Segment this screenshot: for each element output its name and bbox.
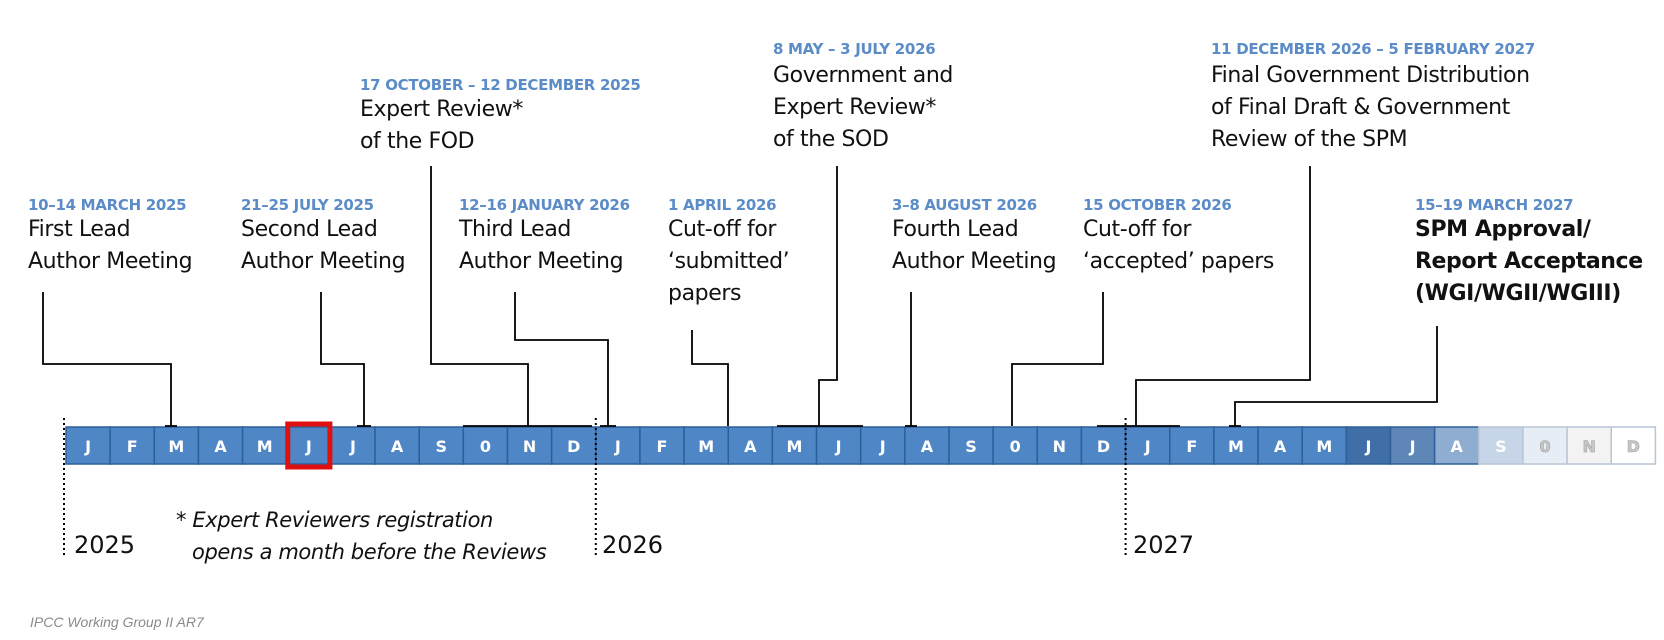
month-cell: [418, 426, 465, 465]
month-label: N: [523, 437, 536, 456]
event-date-10: 15–19 MARCH 2027: [1415, 196, 1574, 214]
month-label: J: [349, 437, 356, 456]
month-label: 0: [1010, 437, 1021, 456]
month-label: 0: [480, 437, 491, 456]
month-cell: [1389, 426, 1436, 465]
month-cell: [1522, 426, 1568, 465]
month-label: J: [305, 437, 312, 456]
year-label-2026: 2026: [602, 531, 664, 559]
event-date-7: 3–8 AUGUST 2026: [892, 196, 1037, 214]
month-cell: [992, 426, 1039, 465]
month-cell: [550, 426, 597, 465]
month-label: D: [1627, 437, 1640, 456]
month-label: A: [1274, 437, 1287, 456]
month-label: S: [436, 437, 448, 456]
month-label: J: [879, 437, 886, 456]
month-label: A: [744, 437, 757, 456]
month-label: J: [614, 437, 621, 456]
month-label: J: [1144, 437, 1151, 456]
connector-1: [42, 292, 172, 426]
month-cell: [506, 426, 553, 465]
month-cell: [1169, 426, 1215, 465]
month-cell: [1301, 426, 1348, 465]
month-cell: [904, 426, 950, 465]
month-cell: [727, 426, 774, 465]
month-label: A: [921, 437, 934, 456]
month-label: F: [657, 437, 668, 456]
connector-2: [320, 292, 365, 426]
highlight-box: [285, 421, 333, 470]
month-cell: [462, 426, 509, 465]
event-title-3: Expert Review*of the FOD: [360, 97, 523, 154]
month-cell: [639, 426, 685, 465]
connector-6: [818, 166, 838, 426]
month-label: M: [787, 437, 803, 456]
month-cell: [1345, 426, 1392, 465]
connector-9: [1135, 166, 1311, 426]
month-cell: [374, 426, 420, 465]
event-date-6: 8 MAY – 3 JULY 2026: [773, 40, 936, 58]
month-label: M: [1228, 437, 1244, 456]
month-cell: [1257, 426, 1303, 465]
connector-5: [691, 330, 729, 426]
event-date-8: 15 OCTOBER 2026: [1083, 196, 1232, 214]
month-label: D: [1097, 437, 1110, 456]
month-cell: [1080, 426, 1127, 465]
month-label: J: [835, 437, 842, 456]
event-date-3: 17 OCTOBER – 12 DECEMBER 2025: [360, 76, 641, 94]
month-cell: [1610, 426, 1657, 465]
source-credit: IPCC Working Group II AR7: [30, 614, 204, 630]
month-label: F: [127, 437, 138, 456]
connector-10: [1234, 326, 1438, 426]
month-label: D: [567, 437, 580, 456]
month-label: F: [1186, 437, 1197, 456]
event-date-4: 12–16 JANUARY 2026: [459, 196, 630, 214]
year-label-2027: 2027: [1133, 531, 1195, 559]
event-title-8: Cut-off for‘accepted’ papers: [1083, 217, 1274, 274]
connector-4: [514, 292, 609, 426]
month-label: S: [965, 437, 977, 456]
month-cell: [948, 426, 994, 465]
year-label-2025: 2025: [74, 531, 136, 559]
event-date-1: 10–14 MARCH 2025: [28, 196, 187, 214]
month-label: M: [698, 437, 714, 456]
month-label: N: [1053, 437, 1066, 456]
month-cell: [109, 426, 156, 465]
month-label: M: [257, 437, 273, 456]
month-label: A: [214, 437, 227, 456]
event-title-10: SPM Approval/Report Acceptance(WGI/WGII/…: [1415, 217, 1643, 306]
month-label: J: [1409, 437, 1416, 456]
event-date-9: 11 DECEMBER 2026 – 5 FEBRUARY 2027: [1211, 40, 1535, 58]
expert-review-note: * Expert Reviewers registration opens a …: [176, 508, 547, 564]
month-cell: [859, 426, 906, 465]
month-cell: [197, 426, 244, 465]
month-label: A: [1451, 437, 1464, 456]
month-label: M: [1316, 437, 1332, 456]
month-label: S: [1495, 437, 1507, 456]
month-label: N: [1582, 437, 1595, 456]
month-label: 0: [1539, 437, 1550, 456]
month-label: M: [168, 437, 184, 456]
month-cell: [330, 426, 376, 465]
month-label: J: [84, 437, 91, 456]
month-label: A: [391, 437, 404, 456]
event-date-5: 1 APRIL 2026: [668, 196, 777, 214]
month-cell: [595, 426, 641, 465]
month-cell: [65, 426, 111, 465]
connector-8: [1011, 292, 1104, 426]
event-title-5: Cut-off for‘submitted’papers: [668, 217, 790, 306]
event-date-2: 21–25 JULY 2025: [241, 196, 374, 214]
month-label: J: [1364, 437, 1371, 456]
connector-3: [430, 166, 529, 426]
